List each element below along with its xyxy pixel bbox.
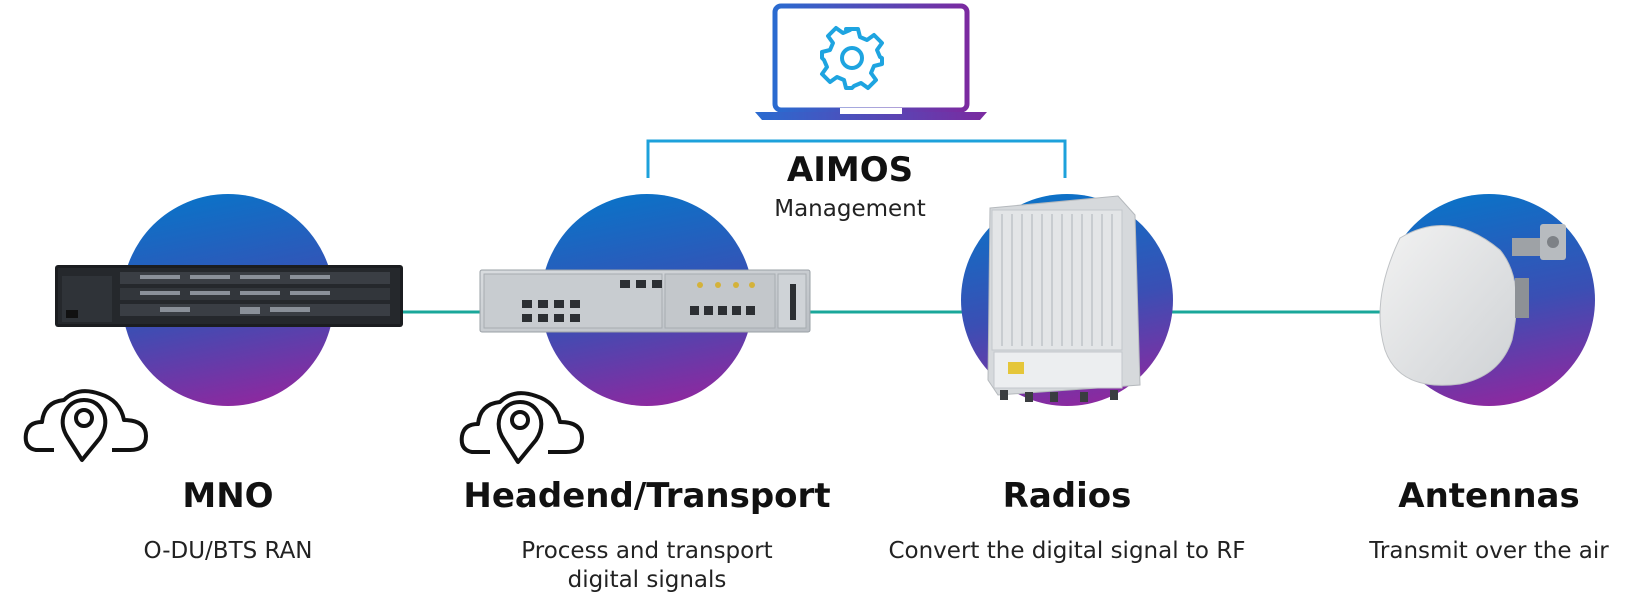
cloud-location-icon	[459, 391, 584, 464]
radios-description: Convert the digital signal to RF	[888, 538, 1246, 564]
cloud-location-icon	[23, 389, 148, 462]
laptop-icon	[755, 3, 987, 120]
antennas-title: Antennas	[1398, 476, 1580, 516]
radios-title: Radios	[1002, 476, 1132, 516]
gear-icon	[820, 26, 884, 90]
antenna-image	[1379, 224, 1566, 386]
mno-title: MNO	[182, 476, 274, 516]
mno-server-image	[55, 265, 403, 327]
mno-description: O-DU/BTS RAN	[143, 538, 313, 564]
headend-description: Process and transport digital signals	[521, 538, 773, 593]
headend-chassis-image	[479, 269, 811, 333]
management-subtitle: Management	[774, 196, 926, 222]
headend-title: Headend/Transport	[463, 476, 831, 516]
management-bracket	[646, 139, 1067, 178]
antennas-description: Transmit over the air	[1369, 538, 1609, 564]
radio-unit-image	[987, 195, 1141, 402]
management-title: AIMOS	[786, 150, 914, 190]
